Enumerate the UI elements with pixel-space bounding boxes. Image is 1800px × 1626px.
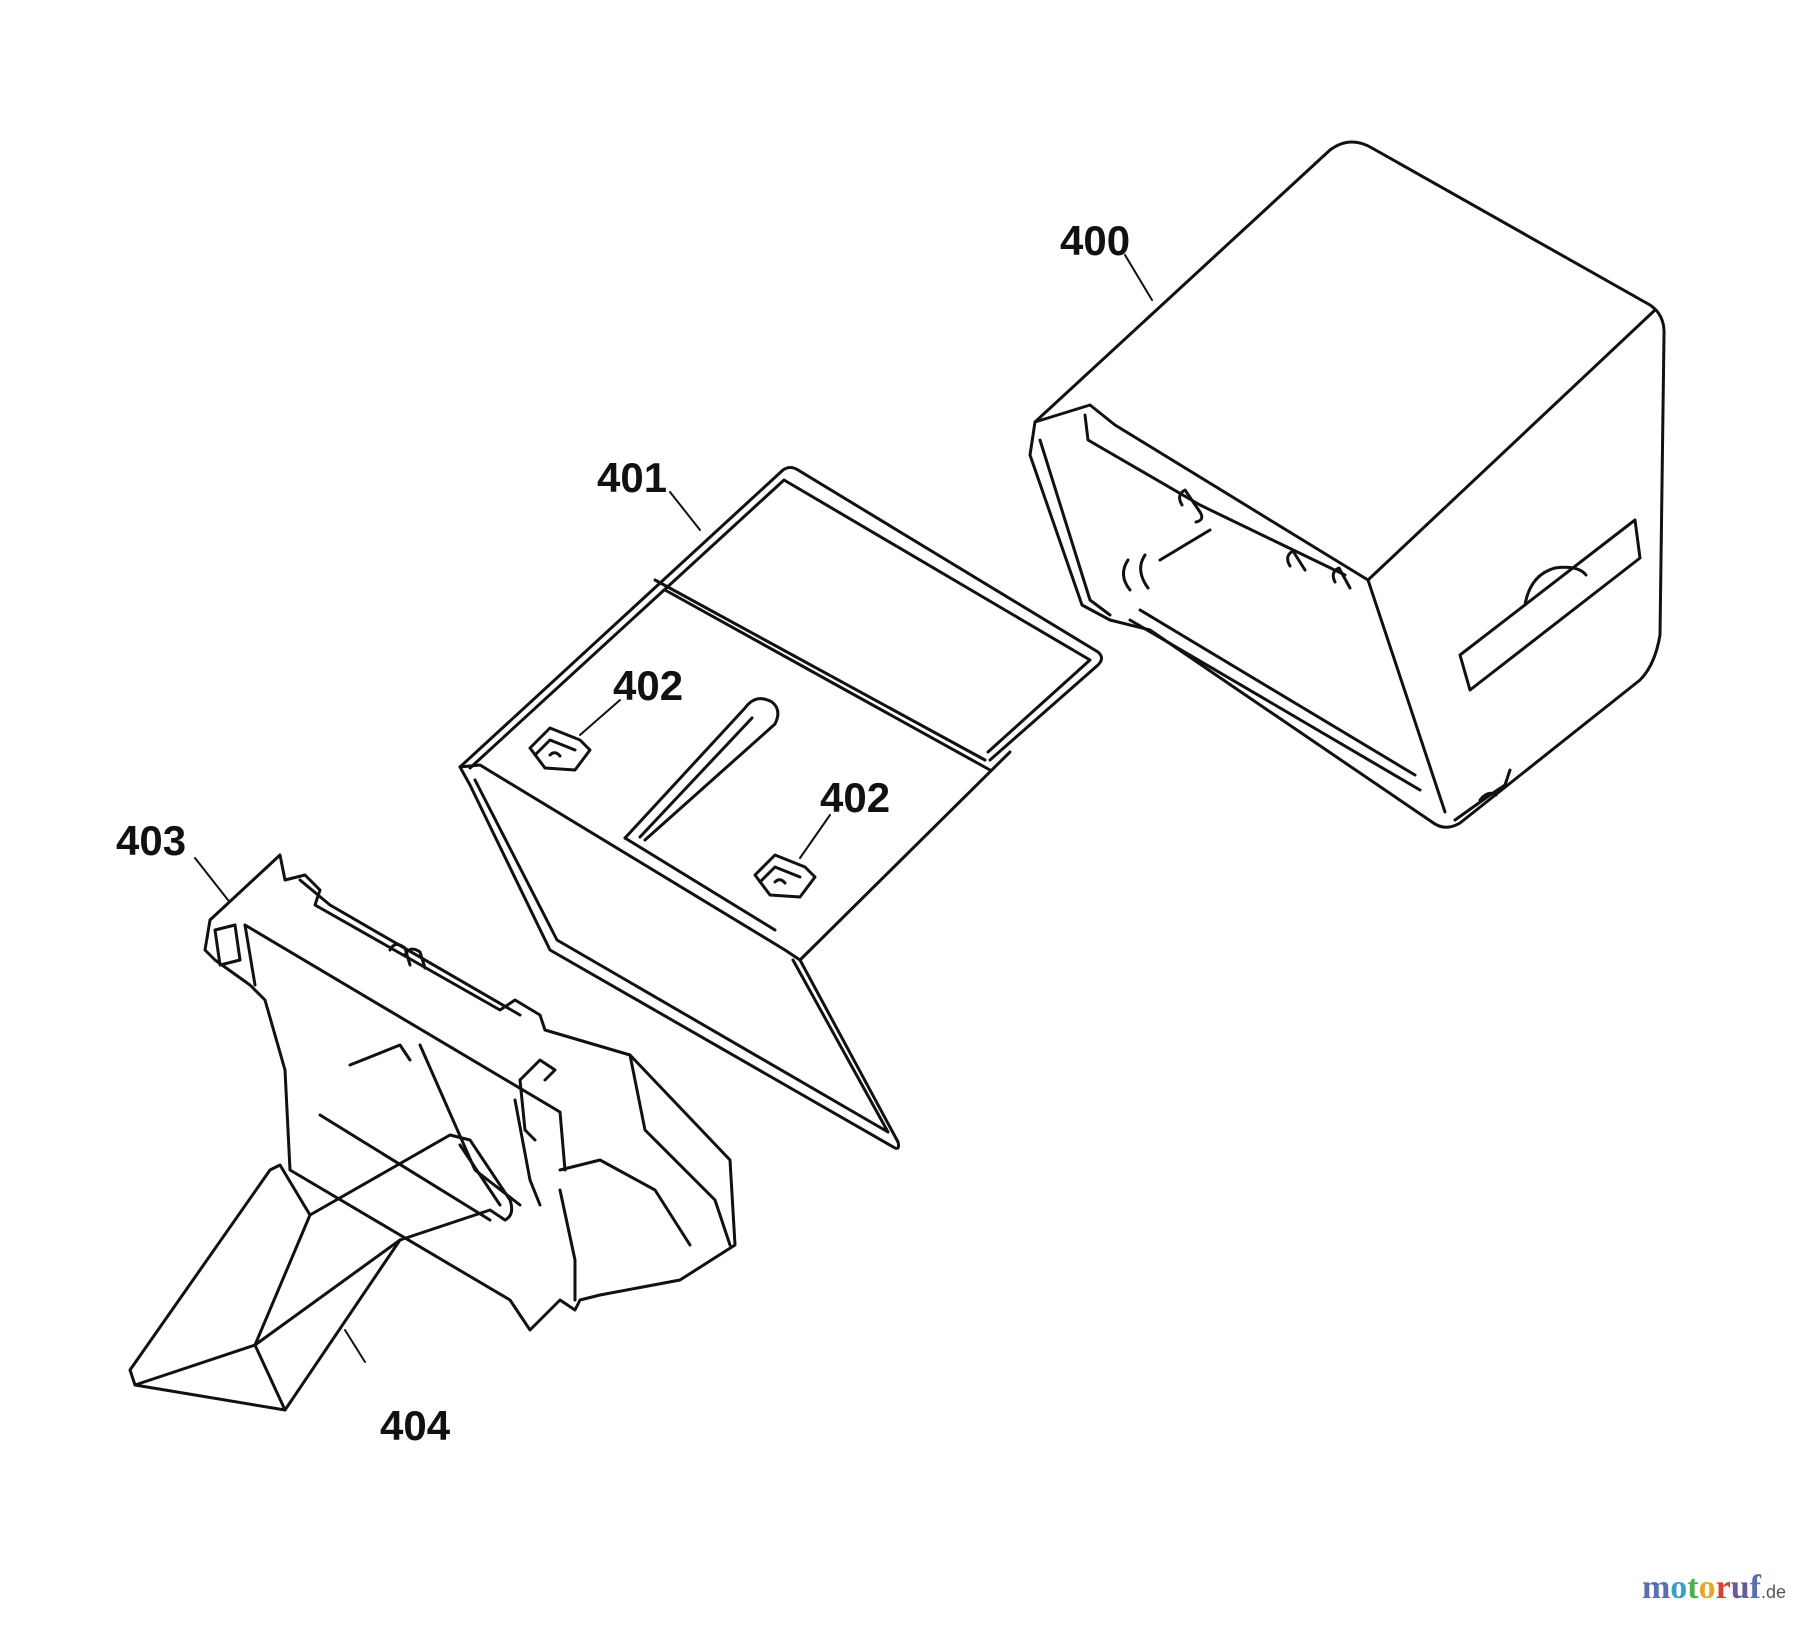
part-402-clip-b: [753, 853, 817, 899]
watermark-tld: .de: [1760, 1582, 1786, 1602]
callout-402b: 402: [820, 774, 890, 821]
part-403-mounting-frame: [203, 853, 737, 1332]
part-402-clip-a: [528, 726, 592, 772]
watermark-letter: m: [1641, 1569, 1671, 1606]
watermark-letter: t: [1687, 1569, 1699, 1606]
callout-400: 400: [1060, 217, 1130, 264]
callout-labels: 400 401 402 402 403 404: [116, 217, 1130, 1449]
watermark-letter: f: [1749, 1569, 1761, 1606]
leader-401: [669, 491, 701, 531]
leader-403: [194, 857, 229, 901]
callout-401: 401: [597, 454, 667, 501]
callout-403: 403: [116, 817, 186, 864]
watermark-logo: motoruf.de: [1642, 1569, 1786, 1607]
watermark-letter: r: [1715, 1569, 1731, 1606]
part-400-grass-bag-cover: [1028, 140, 1666, 829]
callout-402a: 402: [613, 662, 683, 709]
leader-400: [1124, 254, 1153, 301]
part-404-chute: [128, 1133, 514, 1412]
callout-404: 404: [380, 1402, 451, 1449]
leader-404: [344, 1329, 366, 1363]
watermark-letter: o: [1670, 1569, 1688, 1606]
part-401-bag-frame: [458, 466, 1103, 1150]
leader-lines: [194, 254, 1153, 1363]
watermark-letter: o: [1698, 1569, 1716, 1606]
leader-402b: [799, 814, 831, 859]
watermark-letter: u: [1730, 1569, 1750, 1606]
leader-402a: [579, 699, 621, 736]
